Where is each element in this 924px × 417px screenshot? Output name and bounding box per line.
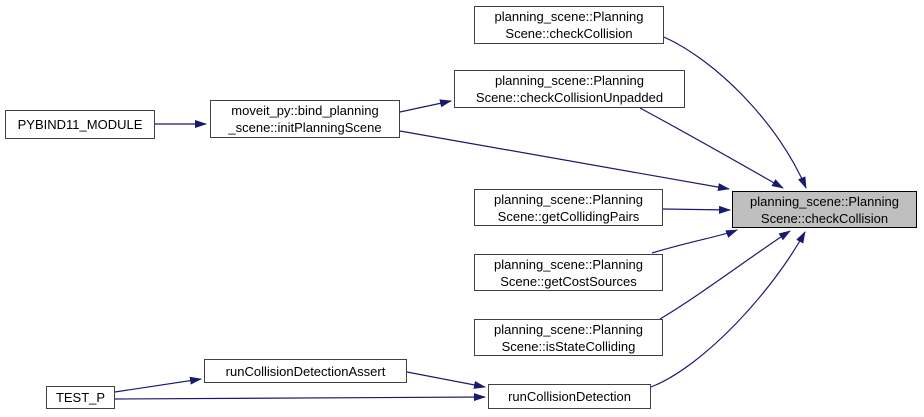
node-label-line: moveit_py::bind_planning — [231, 103, 379, 118]
node-label-line: runCollisionDetection — [508, 389, 631, 404]
edge-runcollisiondetection-to-checkcollision — [650, 231, 806, 388]
node-run-collision-detection[interactable]: runCollisionDetection — [488, 384, 651, 409]
node-test-p[interactable]: TEST_P — [46, 386, 115, 409]
node-checkcollision-overload[interactable]: planning_scene::Planning Scene::checkCol… — [474, 6, 664, 44]
node-label-line: planning_scene::Planning — [494, 321, 643, 337]
edge-initplanningscene-to-checkcollisionunpadded — [399, 99, 452, 113]
edge-testp-to-assert — [114, 376, 202, 393]
node-checkcollision-unpadded[interactable]: planning_scene::Planning Scene::checkCol… — [454, 70, 685, 108]
edge-checkcollision-overload-to-checkcollision — [663, 36, 807, 189]
node-label-line: Scene::getCostSources — [500, 273, 637, 289]
node-run-collision-detection-assert[interactable]: runCollisionDetectionAssert — [204, 359, 407, 383]
node-label-line: Scene::checkCollision — [760, 210, 889, 226]
node-label-line: Scene::checkCollisionUnpadded — [475, 90, 664, 105]
node-label-line: planning_scene::Planning — [494, 256, 643, 272]
node-get-colliding-pairs[interactable]: planning_scene::Planning Scene::getColli… — [474, 189, 663, 226]
edge-assert-to-runcollisiondetection — [406, 371, 486, 389]
edge-getcollidingpairs-to-checkcollision — [662, 205, 731, 214]
node-label-line: TEST_P — [55, 390, 106, 405]
node-label-line: Scene::isStateColliding — [501, 338, 636, 354]
node-init-planning-scene[interactable]: moveit_py::bind_planning _scene::initPla… — [210, 100, 400, 138]
edge-initplanningscene-to-checkcollision — [399, 130, 730, 192]
node-label-line: _scene::initPlanningScene — [228, 120, 382, 135]
node-label-line: Scene::checkCollision — [505, 26, 633, 41]
node-label-line: planning_scene::Planning — [494, 191, 643, 207]
node-label-line: runCollisionDetectionAssert — [225, 363, 386, 379]
edge-getcostsources-to-checkcollision — [651, 229, 738, 254]
edge-checkcollisionunpadded-to-checkcollision — [639, 107, 784, 189]
node-label-line: planning_scene::Planning — [494, 9, 644, 24]
node-label-line: planning_scene::Planning — [750, 193, 899, 209]
node-checkcollision-main: planning_scene::Planning Scene::checkCol… — [732, 191, 917, 228]
node-get-cost-sources[interactable]: planning_scene::Planning Scene::getCostS… — [474, 254, 663, 291]
node-label-line: Scene::getCollidingPairs — [497, 208, 640, 224]
edge-isstatecolliding-to-checkcollision — [659, 230, 791, 320]
edge-testp-to-runcollisiondetection — [114, 393, 486, 402]
node-label-line: planning_scene::Planning — [495, 73, 644, 88]
node-pybind11-module[interactable]: PYBIND11_MODULE — [5, 110, 155, 139]
node-is-state-colliding[interactable]: planning_scene::Planning Scene::isStateC… — [474, 319, 663, 356]
node-label-line: PYBIND11_MODULE — [17, 117, 143, 132]
